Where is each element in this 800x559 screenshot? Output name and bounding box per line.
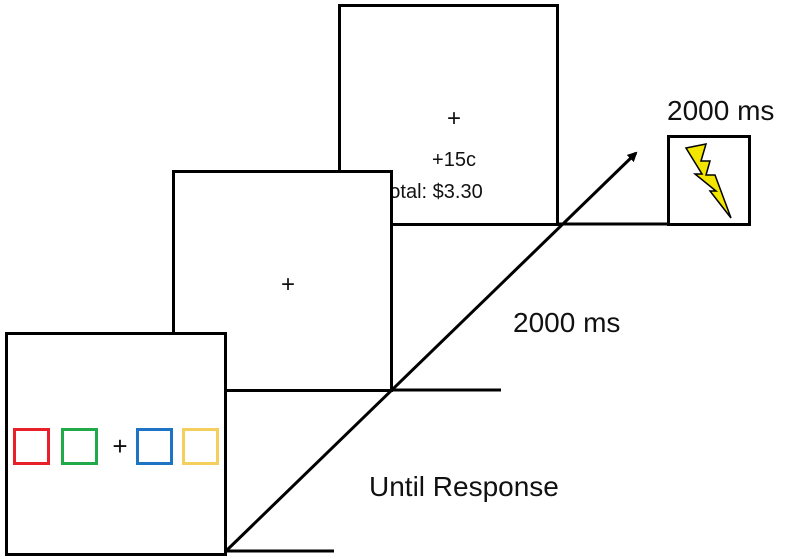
until-response-label: Until Response xyxy=(369,471,559,502)
blue-option-square xyxy=(136,428,173,465)
choice-fixation-cross: + xyxy=(112,431,128,461)
yellow-option-square xyxy=(182,428,219,465)
delay-duration-label: 2000 ms xyxy=(513,307,621,338)
feedback-fixation-cross: + xyxy=(446,105,462,132)
choice-screen: + xyxy=(5,332,227,556)
red-option-square xyxy=(13,428,50,465)
outcome-screen xyxy=(667,135,751,226)
time-arrow xyxy=(224,151,638,553)
total-text: Total: $3.30 xyxy=(379,181,483,203)
feedback-screen: + +15c Total: $3.30 xyxy=(338,4,559,226)
lightning-bolt-icon xyxy=(684,143,732,219)
delay-fixation-cross: + xyxy=(280,271,296,298)
outcome-duration-label: 2000 ms xyxy=(667,95,775,126)
reward-text: +15c xyxy=(432,149,476,171)
delay-screen: + xyxy=(172,170,393,392)
green-option-square xyxy=(61,428,98,465)
